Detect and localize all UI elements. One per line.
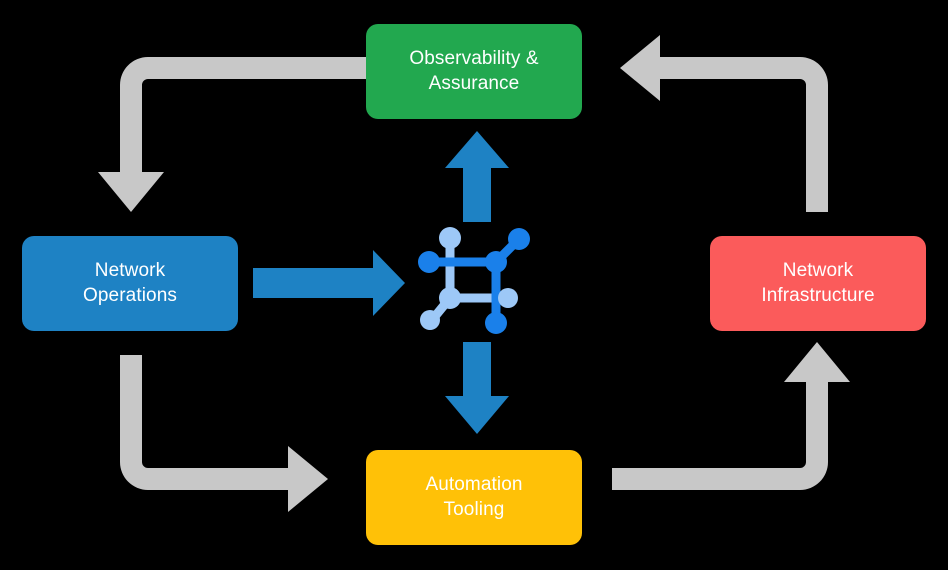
node-box-automation[interactable]: Automation Tooling (366, 450, 582, 545)
node-box-observability[interactable]: Observability & Assurance (366, 24, 582, 119)
node-label-observability: Observability & Assurance (409, 48, 539, 94)
connector-center-to-observability (445, 131, 509, 222)
node-box-infrastructure[interactable]: Network Infrastructure (710, 236, 926, 331)
connector-center-to-automation (445, 342, 509, 434)
node-label-infrastructure: Network Infrastructure (761, 260, 875, 306)
icon-nodes-primary (418, 228, 530, 334)
icon-nodes-secondary (420, 227, 518, 330)
node-label-automation: Automation Tooling (425, 474, 523, 520)
connector-infrastructure-to-observability (620, 35, 828, 212)
connector-automation-to-infrastructure (612, 342, 850, 490)
node-box-operations[interactable]: Network Operations (22, 236, 238, 331)
connector-observability-to-operations (98, 57, 366, 212)
node-label-operations: Network Operations (83, 260, 177, 306)
connector-operations-to-center (253, 250, 405, 316)
connector-operations-to-automation (120, 355, 328, 512)
network-topology-icon (418, 227, 530, 334)
